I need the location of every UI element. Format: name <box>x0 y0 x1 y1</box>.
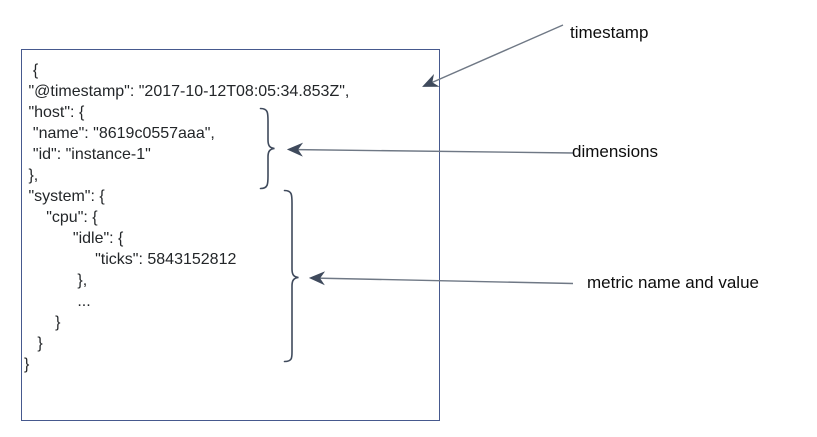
timestamp-arrow-icon <box>422 24 564 87</box>
json-document-box <box>21 49 440 421</box>
json-code: { "@timestamp": "2017-10-12T08:05:34.853… <box>24 62 350 373</box>
dimensions-label: dimensions <box>572 142 658 161</box>
metric-name-and-value-label: metric name and value <box>587 273 759 292</box>
timestamp-label: timestamp <box>570 23 649 42</box>
